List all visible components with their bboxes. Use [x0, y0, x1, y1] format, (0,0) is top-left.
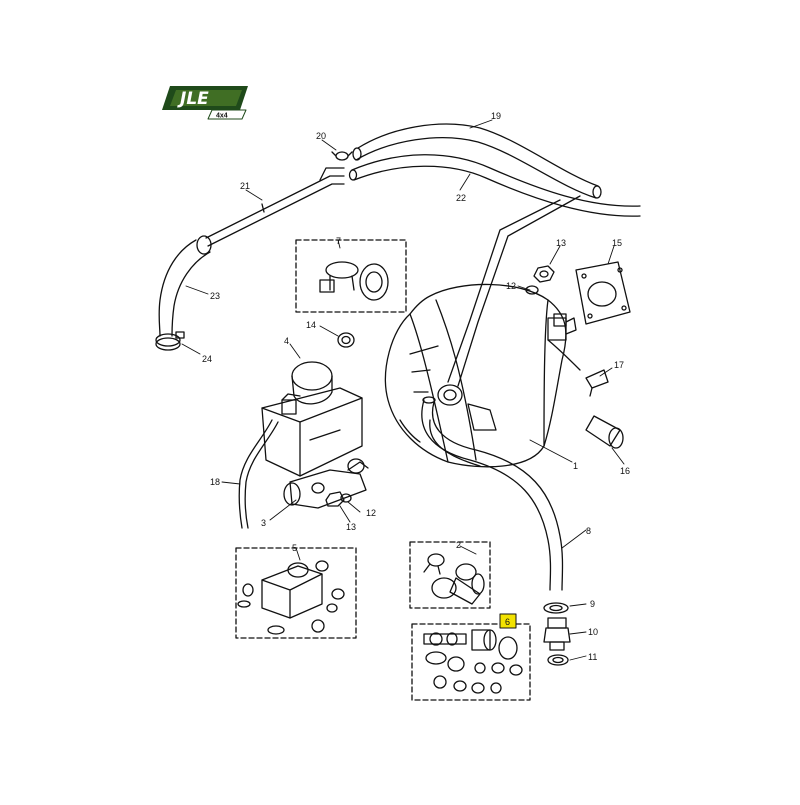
logo-sub: 4x4: [216, 113, 228, 120]
logo-brand: JLE: [177, 89, 209, 109]
callout-9: 9: [590, 599, 595, 609]
detail-box-5: [235, 547, 357, 639]
master-cylinder-3: [283, 458, 369, 509]
callout-12-servo: 12: [506, 281, 516, 291]
callout-13-cylinder: 13: [346, 522, 356, 532]
vacuum-hose-22: [348, 154, 641, 217]
warning-lead-18: [238, 419, 279, 529]
callout-3: 3: [261, 518, 266, 528]
logo-shine: [170, 90, 242, 106]
callout-16: 16: [620, 466, 630, 476]
callout-18: 18: [210, 477, 220, 487]
detail-box-2: [409, 541, 491, 609]
callout-4: 4: [284, 336, 289, 346]
jle-logo: JLE 4x4: [162, 86, 248, 120]
callout-numbers: 1 2 3 4 5 6 7 8 9 10 11 12 12 13 13 14 1…: [202, 111, 630, 662]
vacuum-hose-23: [158, 235, 212, 337]
hose-clip-20: [331, 151, 353, 161]
clevis-clip-17: [585, 369, 609, 397]
hose-clip-24: [155, 331, 185, 351]
washer-12-servo: [525, 285, 539, 295]
callout-21: 21: [240, 181, 250, 191]
grommet-14: [337, 332, 355, 348]
callout-6-highlight: [499, 613, 517, 629]
callout-13-servo: 13: [556, 238, 566, 248]
logo-sub-plate: [207, 109, 247, 120]
nut-13-servo: [533, 265, 555, 283]
nut-13-cylinder: [325, 491, 345, 507]
callout-2: 2: [456, 540, 461, 550]
clevis-pin-16: [585, 415, 624, 449]
gasket-15: [575, 261, 631, 325]
brake-servo-1: [384, 283, 581, 468]
detail-box-6: [411, 623, 531, 701]
fluid-reservoir-4: [261, 361, 363, 477]
callout-23: 23: [210, 291, 220, 301]
vacuum-hose-8: [421, 396, 564, 591]
callout-15: 15: [612, 238, 622, 248]
servo-vacuum-pipe: [447, 195, 581, 387]
union-10: [543, 617, 571, 651]
callout-5: 5: [292, 543, 297, 553]
washer-11: [547, 654, 569, 666]
logo-plate: [162, 86, 248, 110]
detail-box-7: [295, 239, 407, 313]
callout-11: 11: [588, 652, 597, 662]
callout-17: 17: [614, 360, 624, 370]
callout-14: 14: [306, 320, 316, 330]
callout-12-cylinder: 12: [366, 508, 376, 518]
callout-10: 10: [588, 627, 598, 637]
vacuum-hose-19: [352, 123, 602, 199]
callout-20: 20: [316, 131, 326, 141]
callout-6: 6: [505, 617, 510, 627]
callout-24: 24: [202, 354, 212, 364]
leader-lines: [181, 119, 625, 661]
callout-22: 22: [456, 193, 466, 203]
washer-9: [543, 602, 569, 614]
vacuum-pipe-21: [205, 167, 345, 247]
callout-8: 8: [586, 526, 591, 536]
washer-12-cylinder: [340, 493, 352, 503]
callout-7: 7: [336, 236, 341, 246]
callout-19: 19: [491, 111, 501, 121]
callout-1: 1: [573, 461, 578, 471]
